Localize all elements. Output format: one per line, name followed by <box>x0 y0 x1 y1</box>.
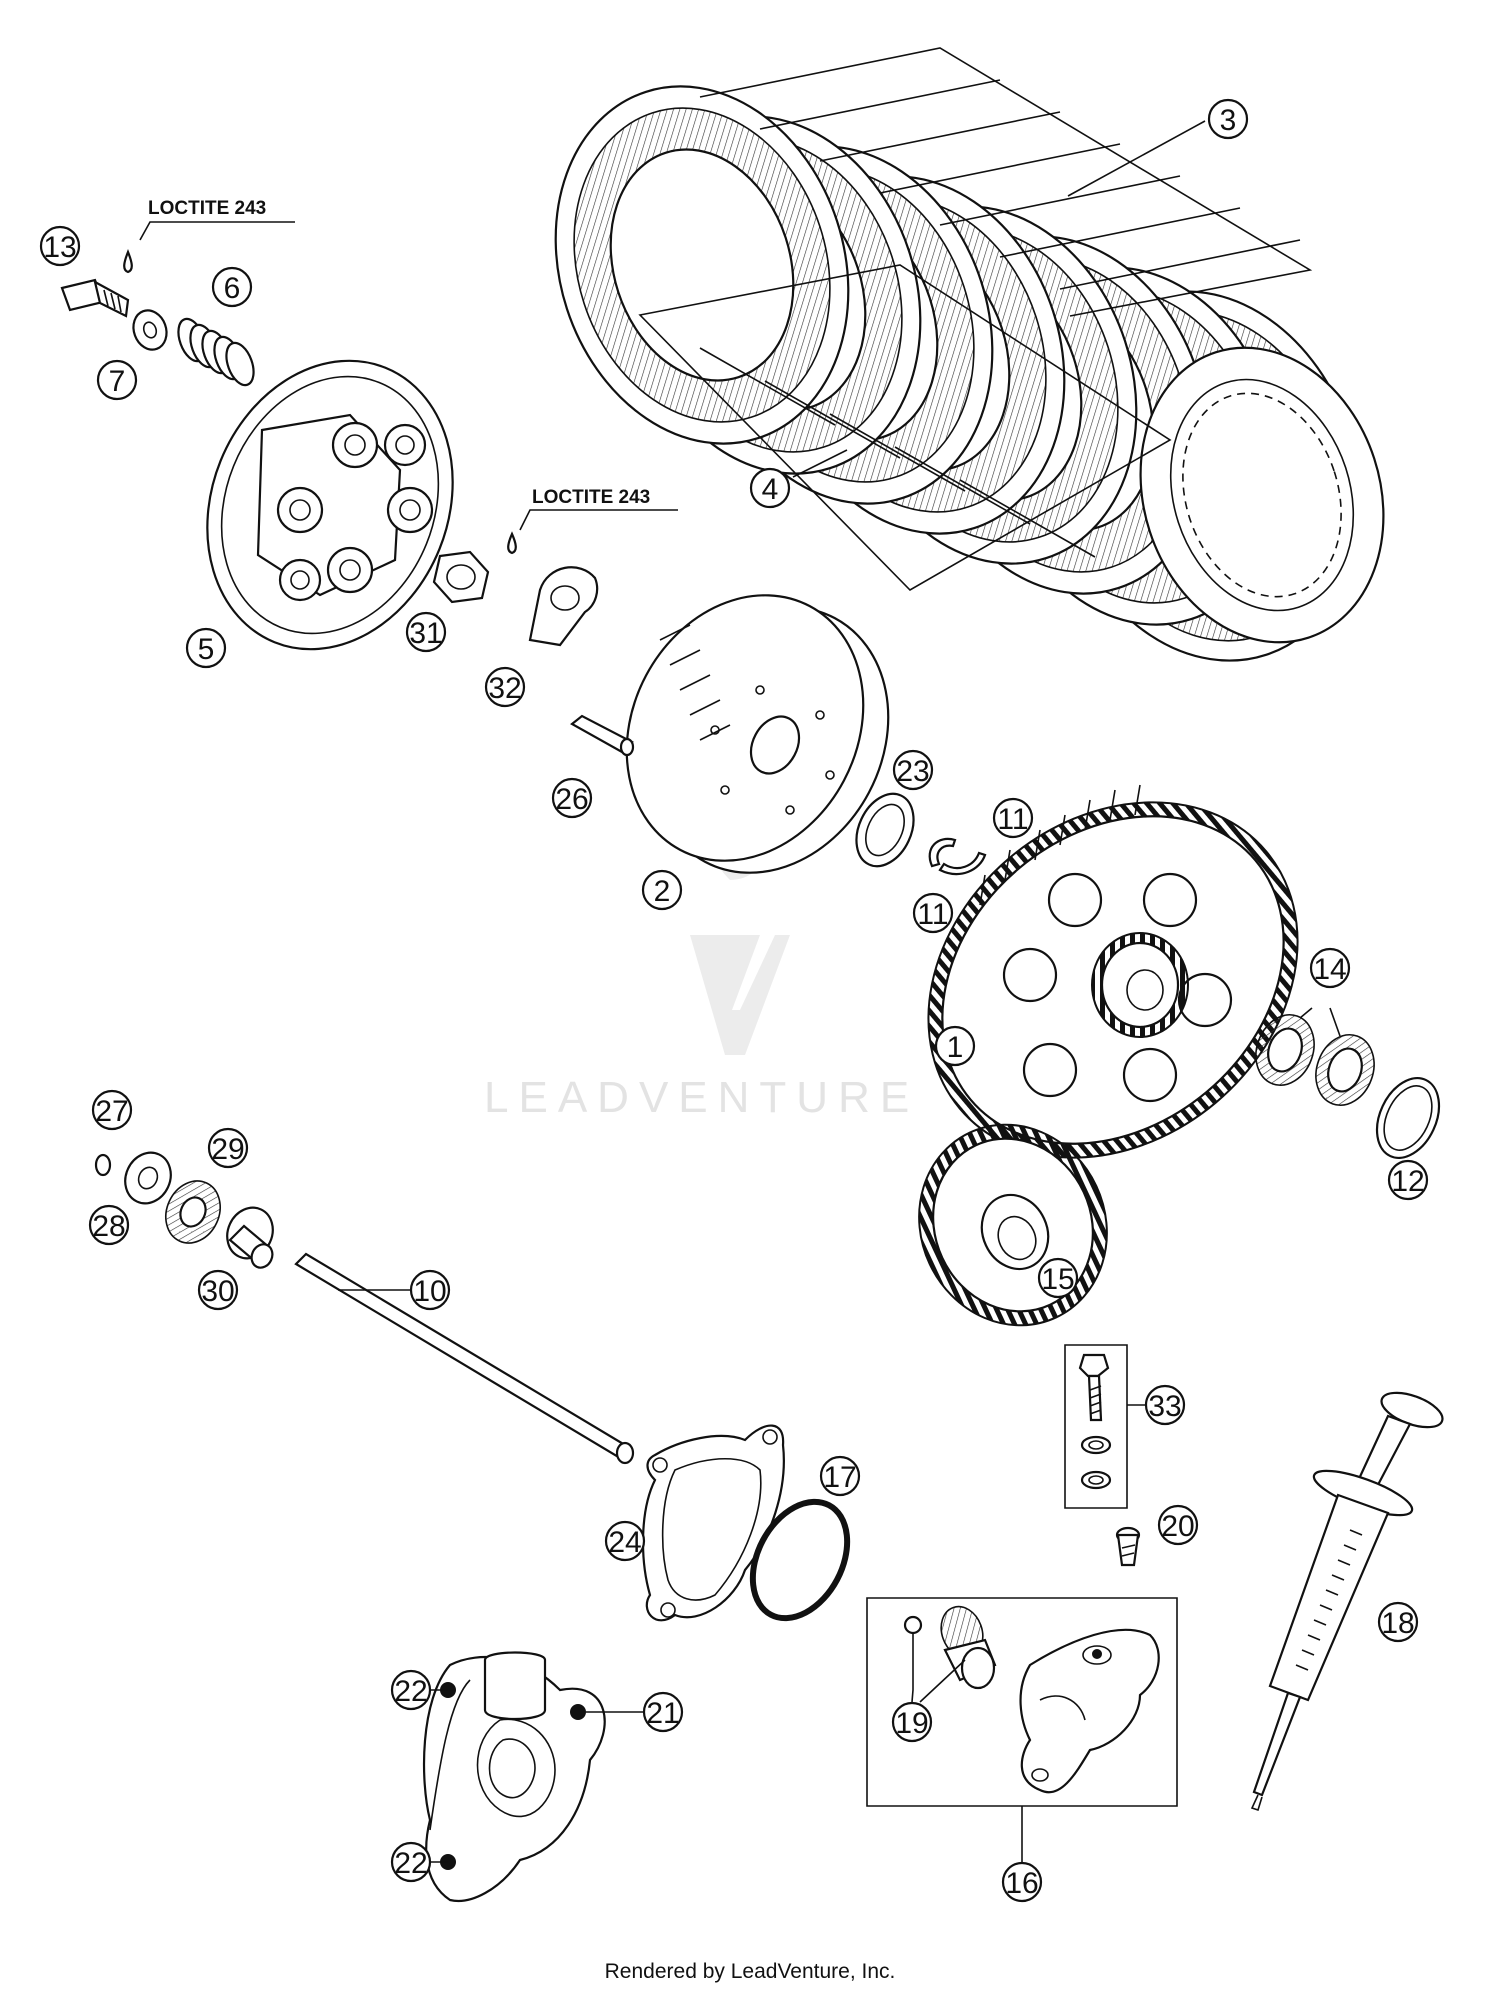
bolt-hole-dot-21 <box>570 1704 586 1720</box>
pressure-plate <box>206 359 454 651</box>
svg-text:19: 19 <box>895 1707 928 1740</box>
footer-credit: Rendered by LeadVenture, Inc. <box>605 1960 896 1983</box>
o-ring <box>749 1498 851 1622</box>
callout-2: 2 <box>641 869 683 911</box>
svg-text:15: 15 <box>1041 1263 1074 1296</box>
callout-33: 33 <box>1144 1384 1186 1426</box>
svg-text:3: 3 <box>1220 104 1237 137</box>
gasket <box>641 1424 785 1622</box>
callout-22a: 22 <box>390 1669 432 1711</box>
svg-text:21: 21 <box>646 1697 679 1730</box>
svg-text:27: 27 <box>95 1095 128 1128</box>
callout-26: 26 <box>551 777 593 819</box>
callout-15: 15 <box>1037 1257 1079 1299</box>
callout-23: 23 <box>892 749 934 791</box>
fluid-port-dot <box>1092 1649 1102 1659</box>
loctite-note-mid: LOCTITE 243 <box>532 487 650 508</box>
callout-27: 27 <box>91 1089 133 1131</box>
watermark-brand: LEADVENTURE <box>484 1073 919 1122</box>
svg-text:24: 24 <box>608 1526 641 1559</box>
loctite-drop-icon-2 <box>507 531 517 555</box>
callout-24: 24 <box>604 1520 646 1562</box>
svg-text:29: 29 <box>211 1133 244 1166</box>
callout-1: 1 <box>934 1025 976 1067</box>
callout-13: 13 <box>39 225 81 267</box>
svg-text:17: 17 <box>823 1461 856 1494</box>
slave-cylinder-assembly <box>866 1597 1178 1862</box>
svg-text:11: 11 <box>997 803 1028 836</box>
loctite-note-top: LOCTITE 243 <box>148 198 266 219</box>
callout-12: 12 <box>1387 1159 1429 1201</box>
callout-32: 32 <box>484 666 526 708</box>
callout-14: 14 <box>1309 947 1351 989</box>
svg-text:33: 33 <box>1148 1390 1181 1423</box>
svg-text:6: 6 <box>224 272 241 305</box>
outer-clutch-basket <box>927 784 1299 1159</box>
callout-4: 4 <box>749 467 791 509</box>
callout-6: 6 <box>211 266 253 308</box>
svg-text:23: 23 <box>896 755 929 788</box>
callout-10: 10 <box>409 1269 451 1311</box>
washer-and-rings <box>855 792 987 876</box>
svg-text:7: 7 <box>109 365 126 398</box>
pin <box>570 714 635 757</box>
spring-icon <box>177 317 255 387</box>
svg-text:4: 4 <box>762 473 779 506</box>
svg-text:12: 12 <box>1391 1165 1424 1198</box>
callout-7: 7 <box>96 359 138 401</box>
shim <box>1375 1077 1441 1159</box>
callout-28: 28 <box>88 1204 130 1246</box>
callout-18: 18 <box>1377 1601 1419 1643</box>
syringe <box>1250 1391 1444 1812</box>
clutch-disc-stack <box>554 47 1385 662</box>
nut-and-lockwasher <box>432 509 678 647</box>
callout-30: 30 <box>197 1269 239 1311</box>
push-rod <box>294 1252 635 1465</box>
slave-cylinder-cover <box>422 1651 643 1903</box>
svg-text:11: 11 <box>917 898 948 931</box>
svg-text:14: 14 <box>1313 953 1346 986</box>
callout-20: 20 <box>1157 1504 1199 1546</box>
push-rod-parts <box>94 1151 274 1269</box>
svg-text:20: 20 <box>1161 1510 1194 1543</box>
callout-11b: 11 <box>912 892 954 934</box>
bleed-nipple <box>1115 1526 1141 1567</box>
callout-22b: 22 <box>390 1841 432 1883</box>
disc-stack-group <box>554 85 1385 662</box>
svg-text:10: 10 <box>413 1275 446 1308</box>
svg-text:22: 22 <box>394 1847 427 1880</box>
hex-nut-icon <box>432 550 490 604</box>
svg-text:16: 16 <box>1005 1867 1038 1900</box>
svg-text:28: 28 <box>92 1210 125 1243</box>
inner-clutch-hub <box>625 594 890 874</box>
watermark-v-icon <box>690 935 790 1055</box>
svg-text:18: 18 <box>1381 1607 1414 1640</box>
svg-text:31: 31 <box>409 617 442 650</box>
callout-3: 3 <box>1207 98 1249 140</box>
callout-16: 16 <box>1001 1861 1043 1903</box>
svg-text:2: 2 <box>654 875 671 908</box>
loctite-drop-icon <box>123 249 133 274</box>
svg-text:13: 13 <box>43 231 76 264</box>
callout-29: 29 <box>207 1127 249 1169</box>
needle-bearings <box>1255 1007 1375 1106</box>
bolt-washer-spring <box>60 221 295 387</box>
callout-19: 19 <box>891 1701 933 1743</box>
svg-text:32: 32 <box>488 672 521 705</box>
svg-text:26: 26 <box>555 783 588 816</box>
svg-text:5: 5 <box>198 633 215 666</box>
bleed-screw-kit <box>1064 1344 1145 1509</box>
svg-text:1: 1 <box>947 1031 964 1064</box>
callout-11a: 11 <box>992 797 1034 839</box>
callout-31: 31 <box>405 611 447 653</box>
callout-17: 17 <box>819 1455 861 1497</box>
callout-5: 5 <box>185 627 227 669</box>
svg-text:22: 22 <box>394 1675 427 1708</box>
callouts: 1 2 3 4 5 6 7 10 11 11 12 13 14 15 16 17… <box>39 98 1429 1903</box>
callout-21: 21 <box>642 1691 684 1733</box>
svg-text:30: 30 <box>201 1275 234 1308</box>
